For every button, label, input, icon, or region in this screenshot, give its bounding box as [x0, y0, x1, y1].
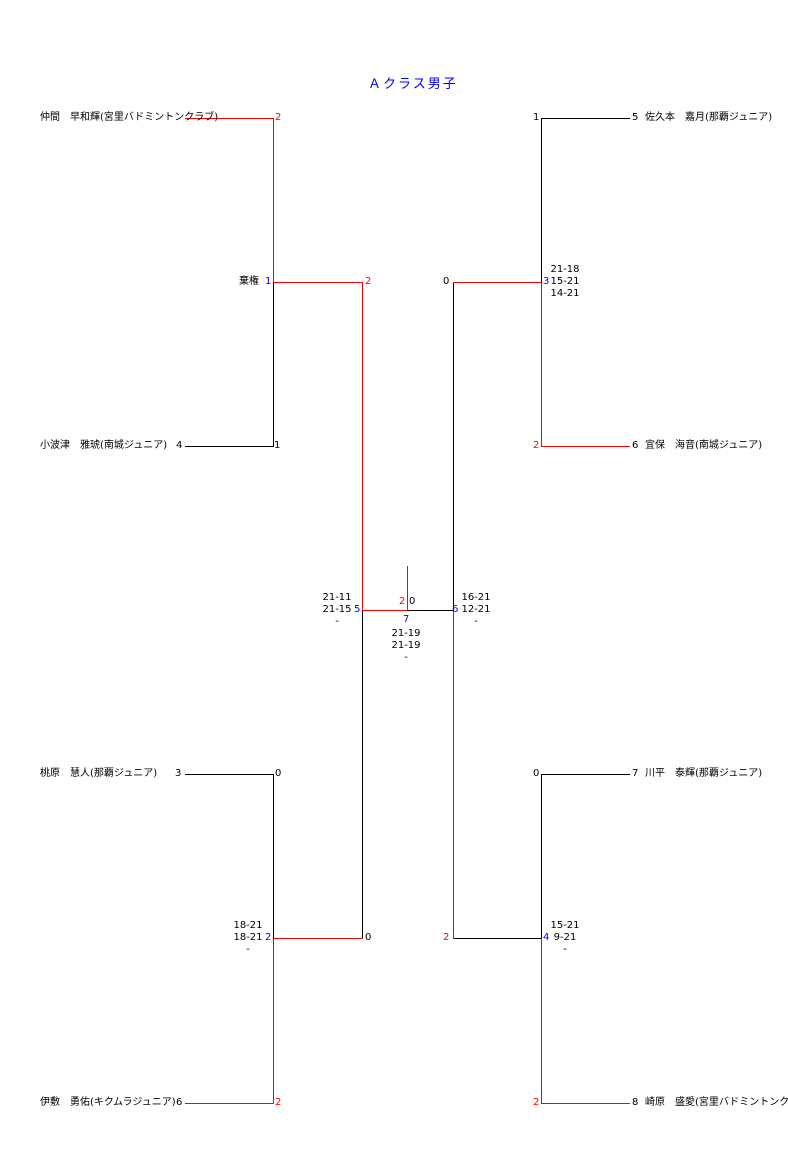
set-score: -	[335, 616, 339, 627]
line-left-p1	[185, 118, 274, 283]
player-name: 小波津 雅琥(南城ジュニア)	[40, 440, 168, 451]
player-score: 1	[274, 440, 281, 451]
player-name: 崎原 盛愛(宮里バドミントンクラブ)	[645, 1097, 788, 1108]
match-number: 2	[265, 932, 272, 943]
player-score: 0	[533, 768, 540, 779]
set-score: 21-15	[322, 604, 352, 615]
player-seed: 6	[176, 1097, 183, 1108]
player-seed: 5	[632, 112, 639, 123]
match-score: 2	[443, 932, 450, 943]
set-score: 21-19	[391, 640, 421, 651]
player-name: 仲間 早和輝(宮里バドミントンクラブ)	[40, 112, 219, 123]
line-left-p4	[185, 774, 274, 939]
set-score: -	[563, 944, 567, 955]
set-score: 18-21	[233, 932, 263, 943]
set-score: 16-21	[461, 592, 491, 603]
set-score: -	[404, 652, 408, 663]
player-name: 川平 泰輝(那覇ジュニア)	[645, 768, 763, 779]
match-score: 0	[443, 276, 450, 287]
set-score: 21-18	[550, 264, 580, 275]
set-score: 12-21	[461, 604, 491, 615]
player-seed: 7	[632, 768, 639, 779]
set-score: 18-21	[233, 920, 263, 931]
match-score: 0	[365, 932, 372, 943]
player-score: 2	[533, 440, 540, 451]
final-score-left: 2	[399, 596, 406, 607]
player-score: 2	[533, 1097, 540, 1108]
set-score: -	[474, 616, 478, 627]
line-left-p5	[185, 938, 274, 1104]
match-number: 6	[452, 604, 459, 615]
set-score: 15-21	[550, 276, 580, 287]
player-name: 桃原 慧人(那覇ジュニア)	[40, 768, 158, 779]
player-score: 0	[275, 768, 282, 779]
line-right-p2	[541, 282, 630, 447]
set-score: 9-21	[553, 932, 577, 943]
player-score: 1	[533, 112, 540, 123]
line-right-p4	[541, 938, 630, 1104]
match-number: 5	[354, 604, 361, 615]
final-score-right: 0	[409, 596, 416, 607]
match-score: 2	[365, 276, 372, 287]
player-score: 2	[275, 1097, 282, 1108]
player-seed: 4	[176, 440, 183, 451]
player-name: 佐久本 嘉月(那覇ジュニア)	[645, 112, 773, 123]
set-score: 21-19	[391, 628, 421, 639]
set-score: -	[246, 944, 250, 955]
player-name: 伊敷 勇佑(キクムラジュニア)	[40, 1097, 176, 1108]
player-seed: 6	[632, 440, 639, 451]
player-score: 2	[275, 112, 282, 123]
set-score: 15-21	[550, 920, 580, 931]
line-left-p3	[185, 282, 274, 447]
player-name: 宜保 海音(南城ジュニア)	[645, 440, 763, 451]
set-score: 14-21	[550, 288, 580, 299]
line-right-p1	[541, 118, 630, 283]
player-seed: 3	[175, 768, 182, 779]
match-number: 7	[403, 614, 410, 625]
line-m1-win	[273, 282, 363, 611]
match-number: 4	[543, 932, 550, 943]
player-seed: 8	[632, 1097, 639, 1108]
player-name: 棄権	[239, 276, 259, 287]
page-title: Ａクラス男子	[368, 77, 458, 92]
match-number: 3	[543, 276, 550, 287]
match-number: 1	[265, 276, 272, 287]
set-score: 21-11	[322, 592, 352, 603]
line-right-p3	[541, 774, 630, 939]
